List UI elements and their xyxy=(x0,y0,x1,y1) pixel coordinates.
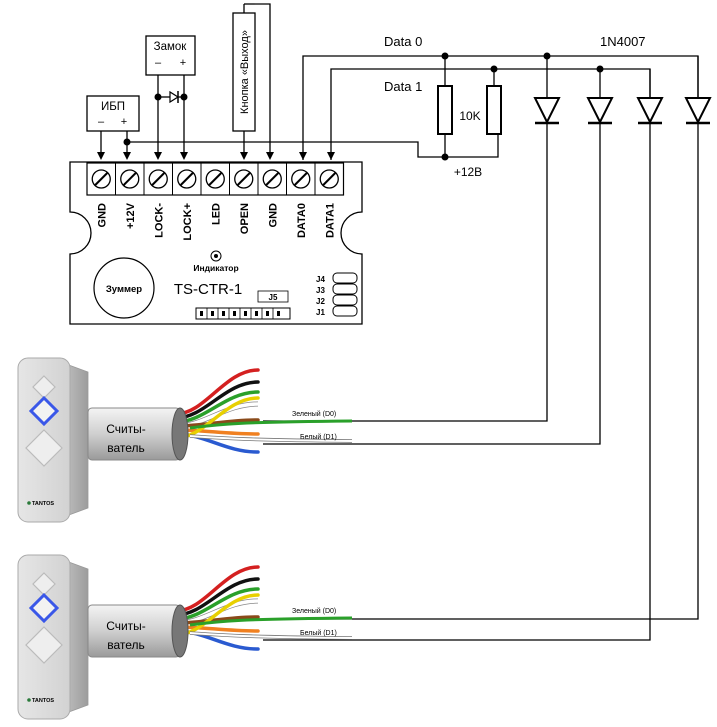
reader-1 xyxy=(17,357,353,523)
terminal-block: GND +12V LOCK- LOCK+ LED OPEN GND DATA0 DATA1 xyxy=(86,162,345,241)
reader-2-name-line1: Считы- xyxy=(106,619,146,633)
jumper-block-j1-j4 xyxy=(332,272,358,317)
brand-logo-icon xyxy=(27,698,31,702)
jumper-j3-label: J3 xyxy=(316,286,325,295)
terminal-7: DATA0 xyxy=(286,163,311,238)
diode-array xyxy=(533,97,712,125)
buzzer-icon xyxy=(93,257,155,319)
diode-3-icon xyxy=(636,97,664,125)
data0-label: Data 0 xyxy=(384,34,422,49)
jumper-j1-label: J1 xyxy=(316,308,325,317)
reader-1-brand: TANTOS xyxy=(32,501,54,507)
reader-led-diamond-icon xyxy=(28,395,60,427)
terminal-label: +12V xyxy=(125,202,137,229)
terminal-6: GND xyxy=(257,163,282,228)
ups-minus-label: – xyxy=(98,116,105,128)
reader-2-wire-white-label: Белый (D1) xyxy=(300,629,337,637)
terminal-4: LED xyxy=(200,163,225,225)
lock-box xyxy=(145,35,196,76)
resistor-value-label: 10K xyxy=(459,109,480,123)
data1-label: Data 1 xyxy=(384,79,422,94)
jumper-j5 xyxy=(195,290,291,320)
diode-model-label: 1N4007 xyxy=(600,34,646,49)
reader-diamond-icon xyxy=(25,626,63,664)
terminal-label: GND xyxy=(96,203,108,228)
brand-logo-icon xyxy=(27,501,31,505)
controller-model: TS-CTR-1 xyxy=(174,281,242,298)
reader-cable-end xyxy=(171,604,189,658)
terminal-8: DATA1 xyxy=(314,163,339,238)
reader-cable-end xyxy=(171,407,189,461)
jumper-j4-label: J4 xyxy=(316,275,325,284)
diode-1-icon xyxy=(533,97,561,125)
terminal-0: GND xyxy=(91,169,111,228)
plus12-label: +12В xyxy=(454,165,482,179)
ups-box xyxy=(86,95,140,132)
lock-label: Замок xyxy=(154,41,188,53)
reader-wire-green xyxy=(189,616,353,627)
reader-wire-white xyxy=(189,435,353,442)
ups-label: ИБП xyxy=(101,101,125,113)
resistor-r2 xyxy=(486,85,502,135)
ups-plus-label: + xyxy=(121,116,127,128)
reader-2-name-line2: ватель xyxy=(107,638,145,652)
exit-button-label: Кнопка «Выход» xyxy=(239,30,251,114)
terminal-label: DATA0 xyxy=(296,203,308,238)
terminal-1: +12V xyxy=(115,163,140,229)
terminal-label: LED xyxy=(210,203,222,225)
indicator-label: Индикатор xyxy=(193,263,238,273)
lock-plus-label: + xyxy=(180,57,186,69)
reader-1-name-line2: ватель xyxy=(107,441,145,455)
terminal-3: LOCK+ xyxy=(172,163,197,241)
reader-2 xyxy=(17,554,353,720)
diode-2-icon xyxy=(586,97,614,125)
reader-1-wire-green-label: Зеленый (D0) xyxy=(292,410,336,418)
terminal-label: OPEN xyxy=(239,203,251,234)
terminal-2: LOCK- xyxy=(143,163,168,238)
reader-wiring xyxy=(263,122,699,641)
terminal-5: OPEN xyxy=(229,163,254,234)
terminal-label: GND xyxy=(267,203,279,228)
resistor-r1 xyxy=(437,85,453,135)
reader-led-diamond-icon xyxy=(28,592,60,624)
reader-wire-green xyxy=(189,419,353,430)
jumper-j2-label: J2 xyxy=(316,297,325,306)
diode-4-icon xyxy=(684,97,712,125)
lock-minus-label: – xyxy=(155,57,162,69)
reader-diamond-icon xyxy=(25,429,63,467)
reader-2-wire-green-label: Зеленый (D0) xyxy=(292,607,336,615)
jumper-j5-label: J5 xyxy=(269,293,278,302)
terminal-label: LOCK- xyxy=(153,203,165,238)
control-wiring xyxy=(97,3,499,161)
reader-1-wire-white-label: Белый (D1) xyxy=(300,433,337,441)
reader-2-brand: TANTOS xyxy=(32,698,54,704)
data-wiring xyxy=(299,52,699,160)
terminal-label: DATA1 xyxy=(324,203,336,238)
buzzer-label: Зуммер xyxy=(106,284,142,295)
reader-1-name-line1: Считы- xyxy=(106,422,146,436)
terminal-label: LOCK+ xyxy=(182,203,194,241)
reader-wire-white xyxy=(189,632,353,639)
indicator-led-icon xyxy=(210,250,222,262)
